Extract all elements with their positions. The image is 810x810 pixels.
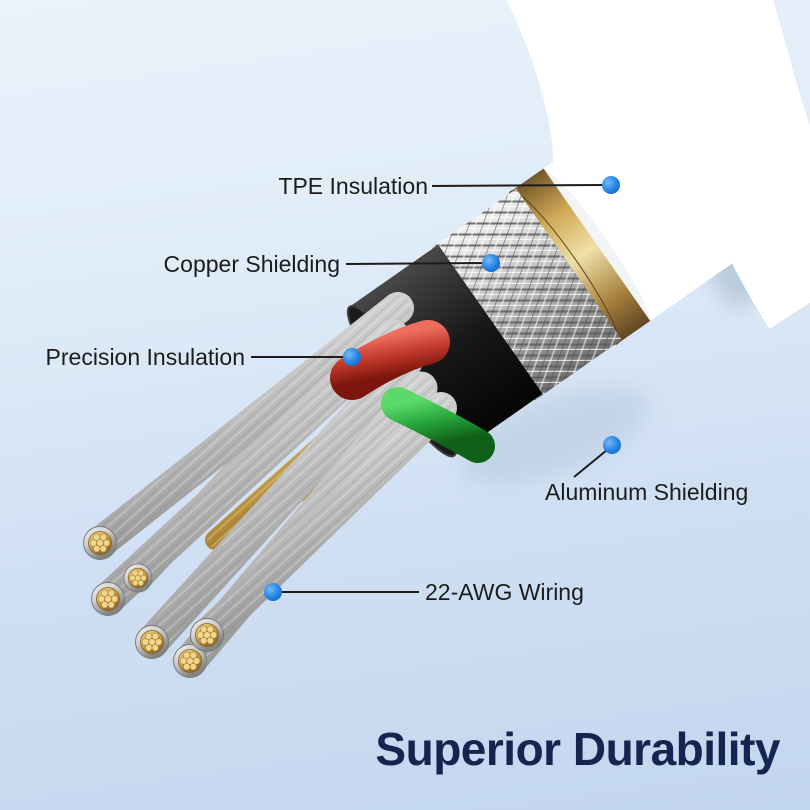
tpe-callout-dot — [602, 176, 620, 194]
callout-lines — [251, 184, 608, 593]
wire-end-cap — [83, 526, 117, 560]
wire-end-cap — [91, 582, 125, 616]
silver-wire-texture — [194, 395, 454, 648]
tpe-jacket — [538, 97, 752, 325]
label-precision-insulation: Precision Insulation — [45, 344, 245, 370]
aluminum-callout-dot — [603, 436, 621, 454]
green-wire — [381, 387, 495, 463]
silver-wire-texture — [138, 348, 420, 656]
wire-end-cap — [135, 625, 169, 659]
callout-dots — [264, 176, 621, 601]
label-tpe-insulation: TPE Insulation — [278, 173, 428, 199]
precision-callout-dot — [343, 348, 361, 366]
wire-end-cap — [190, 618, 224, 652]
label-copper-shielding: Copper Shielding — [163, 251, 340, 277]
bundle-shadow — [460, 385, 650, 485]
page-title: Superior Durability — [375, 723, 780, 775]
tpe-callout-line — [431, 184, 603, 187]
aluminum-callout-line — [573, 449, 608, 478]
red-wire — [330, 320, 450, 400]
awg-callout-dot — [264, 583, 282, 601]
silver-wire-texture — [87, 295, 411, 556]
label-aluminum-shielding: Aluminum Shielding — [545, 479, 749, 505]
label-22awg-wiring: 22-AWG Wiring — [425, 579, 584, 605]
copper-callout-line — [345, 262, 483, 265]
cable-run-right — [643, 0, 810, 329]
copper-callout-dot — [482, 254, 500, 272]
wire-bundle — [84, 292, 495, 678]
copper-braid — [429, 188, 622, 401]
wire-end-cap — [123, 563, 153, 593]
